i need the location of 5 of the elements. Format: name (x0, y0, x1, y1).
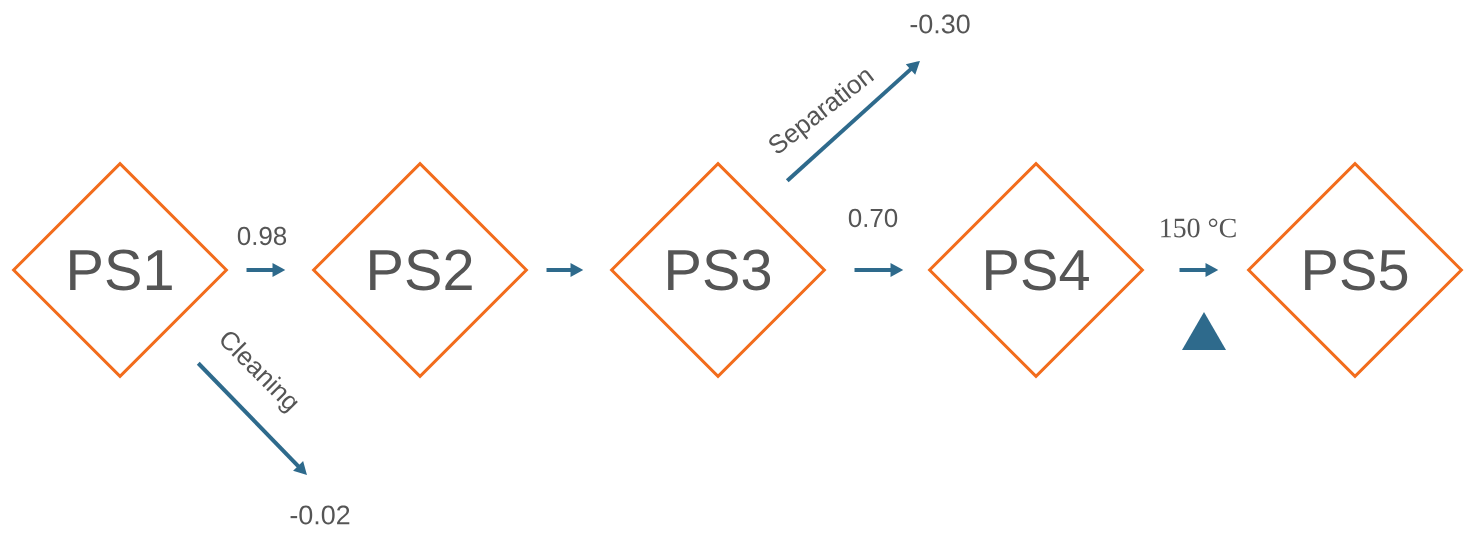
edge-label: 0.98 (237, 226, 287, 246)
edge-label: 150 °C (1161, 218, 1236, 238)
output-value: -0.30 (910, 14, 970, 34)
output-value: -0.02 (290, 505, 350, 525)
edge-label: 0.70 (848, 208, 898, 228)
